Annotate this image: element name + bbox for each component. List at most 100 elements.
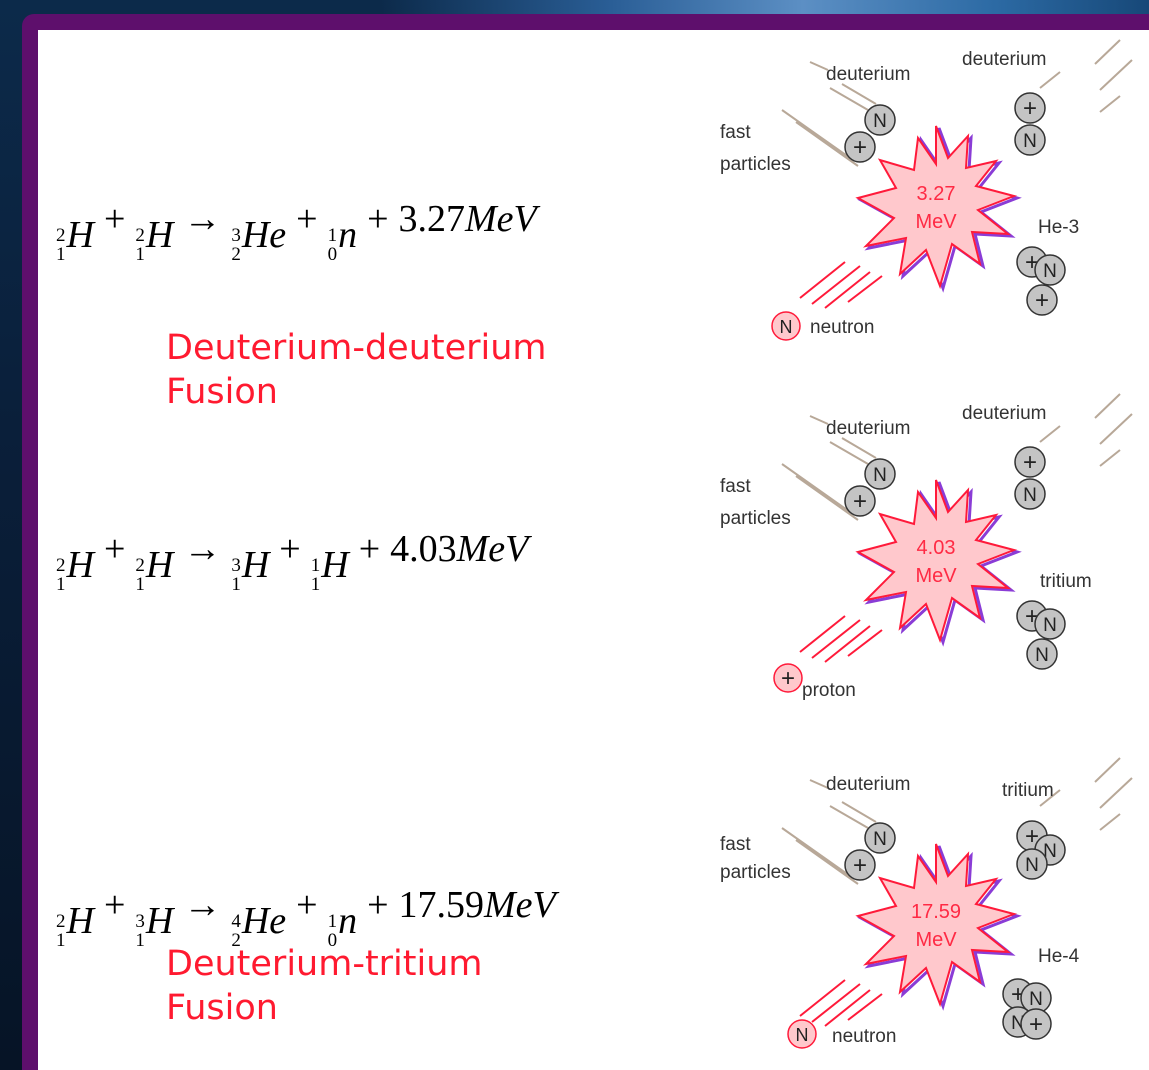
caption-dd-fusion: Deuterium-deuterium Fusion <box>166 326 547 414</box>
equation-dd-tritium: 21H+21H→31H+11H+4.03MeV <box>56 530 528 584</box>
svg-text:+: + <box>853 852 867 879</box>
label-particles: particles <box>720 862 791 883</box>
svg-text:N: N <box>1035 645 1049 666</box>
svg-text:N: N <box>1023 131 1037 152</box>
label-tritium-right: tritium <box>1002 780 1054 801</box>
energy-burst: 17.59 MeV <box>858 844 1017 1006</box>
svg-text:N: N <box>873 829 887 850</box>
svg-text:3.27: 3.27 <box>917 183 956 205</box>
label-particles: particles <box>720 508 791 529</box>
deuterium-right: + N <box>1015 93 1045 155</box>
energy-burst: 4.03 MeV <box>858 480 1017 642</box>
svg-text:N: N <box>1043 261 1057 282</box>
svg-text:N: N <box>796 1025 809 1045</box>
plus-sign: + <box>279 528 300 570</box>
ejected-neutron: N <box>772 312 800 340</box>
tritium-right: + N N <box>1017 821 1065 879</box>
label-particles: particles <box>720 154 791 175</box>
svg-text:+: + <box>853 134 867 161</box>
tritium-nucleus: + N N <box>1017 601 1065 669</box>
plus-sign: + <box>104 884 125 926</box>
label-ejected: neutron <box>832 1026 896 1047</box>
reaction-arrow: → <box>183 884 221 926</box>
caption-line-2: Fusion <box>166 986 483 1030</box>
he3-nucleus: + N + <box>1017 247 1065 315</box>
label-deuterium-right: deuterium <box>962 403 1047 424</box>
energy-value: 4.03 <box>390 528 457 570</box>
caption-dt-fusion: Deuterium-tritium Fusion <box>166 942 483 1030</box>
plus-sign: + <box>367 884 388 926</box>
label-product: He-4 <box>1038 946 1080 967</box>
svg-text:N: N <box>873 465 887 486</box>
fusion-diagram-dd-tritium: N + + N 4.03 MeV + N N + deuterium deute… <box>700 394 1140 704</box>
plus-sign: + <box>367 198 388 240</box>
label-ejected: proton <box>802 680 856 701</box>
plus-sign: + <box>104 198 125 240</box>
energy-value: 17.59 <box>399 884 485 926</box>
svg-text:4.03: 4.03 <box>917 537 956 559</box>
label-fast: fast <box>720 122 751 143</box>
plus-sign: + <box>296 884 317 926</box>
he4-nucleus: + N N + <box>1003 979 1051 1039</box>
caption-line-2: Fusion <box>166 370 547 414</box>
deuterium-left: N + <box>845 459 895 516</box>
label-product: tritium <box>1040 571 1092 592</box>
svg-text:+: + <box>1023 95 1037 122</box>
fusion-diagram-dt-helium: N + + N N 17.59 MeV + N N + N deuterium … <box>700 758 1140 1068</box>
svg-text:+: + <box>1023 449 1037 476</box>
label-product: He-3 <box>1038 217 1079 238</box>
label-deuterium-right: deuterium <box>962 49 1047 70</box>
svg-text:N: N <box>1025 855 1039 876</box>
deuterium-left: N + <box>845 823 895 880</box>
svg-text:N: N <box>780 317 793 337</box>
svg-text:MeV: MeV <box>915 211 957 233</box>
label-ejected: neutron <box>810 317 874 338</box>
svg-text:MeV: MeV <box>915 565 957 587</box>
svg-text:N: N <box>1043 615 1057 636</box>
ejected-trails <box>800 616 882 662</box>
ejected-trails <box>800 980 882 1026</box>
energy-burst: 3.27 MeV <box>858 126 1017 288</box>
svg-text:N: N <box>873 111 887 132</box>
ejected-trails <box>800 262 882 308</box>
svg-text:17.59: 17.59 <box>911 901 961 923</box>
svg-text:N: N <box>1029 989 1043 1010</box>
svg-text:N: N <box>1023 485 1037 506</box>
ejected-neutron: N <box>788 1020 816 1048</box>
label-fast: fast <box>720 834 751 855</box>
svg-text:+: + <box>853 488 867 515</box>
reaction-arrow: → <box>183 528 221 570</box>
caption-line-1: Deuterium-tritium <box>166 942 483 986</box>
energy-value: 3.27 <box>399 198 466 240</box>
energy-unit: MeV <box>457 528 529 570</box>
svg-text:MeV: MeV <box>915 929 957 951</box>
energy-unit: MeV <box>465 198 537 240</box>
fusion-diagram-dd-helium: N + + N 3.27 MeV + N + N deuterium deute… <box>700 40 1140 350</box>
caption-line-1: Deuterium-deuterium <box>166 326 547 370</box>
label-fast: fast <box>720 476 751 497</box>
svg-text:+: + <box>1035 287 1049 314</box>
svg-text:+: + <box>781 665 795 692</box>
reaction-arrow: → <box>183 198 221 240</box>
deuterium-left: N + <box>845 105 895 162</box>
label-deuterium-left: deuterium <box>826 418 911 439</box>
plus-sign: + <box>296 198 317 240</box>
deuterium-right: + N <box>1015 447 1045 509</box>
label-deuterium-left: deuterium <box>826 64 911 85</box>
plus-sign: + <box>104 528 125 570</box>
ejected-proton: + <box>774 664 802 692</box>
label-deuterium-left: deuterium <box>826 774 911 795</box>
